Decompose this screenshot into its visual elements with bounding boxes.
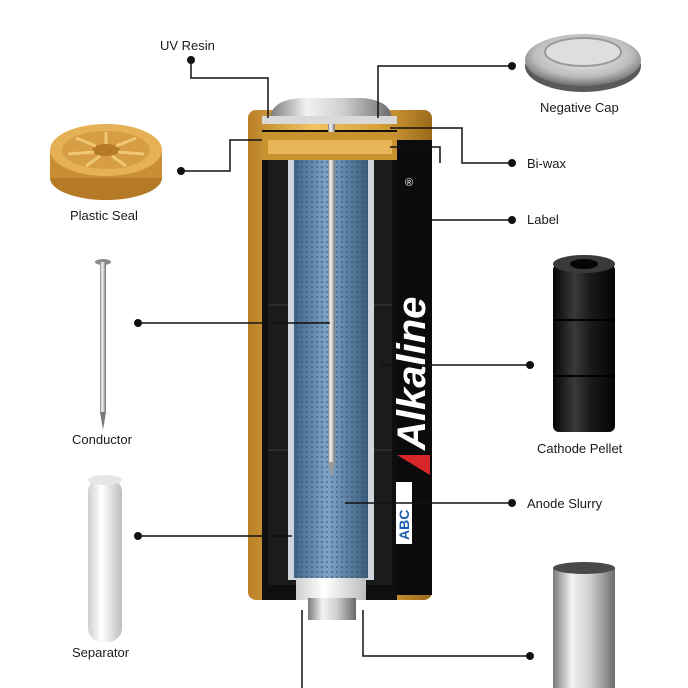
steel-can-image xyxy=(553,562,615,688)
label-plastic-seal: Plastic Seal xyxy=(70,208,138,223)
separator-image xyxy=(88,475,122,642)
brand-text: Alkaline xyxy=(390,297,434,451)
label-negative-cap: Negative Cap xyxy=(540,100,619,115)
cathode-pellet-image xyxy=(553,255,615,432)
plastic-seal-image xyxy=(50,124,162,200)
leader-lines xyxy=(138,60,530,688)
top-cap xyxy=(270,98,392,118)
label-label: Label xyxy=(527,212,559,227)
leader-dots xyxy=(134,56,534,660)
conductor-pin xyxy=(328,112,335,462)
label-uv-resin: UV Resin xyxy=(160,38,215,53)
bottom-cap xyxy=(296,578,366,600)
negative-cap-image xyxy=(525,34,641,92)
conductor-image xyxy=(95,259,111,430)
label-bi-wax: Bi-wax xyxy=(527,156,567,171)
logo-badge xyxy=(396,482,412,544)
label-separator: Separator xyxy=(72,645,130,660)
label-anode-slurry: Anode Slurry xyxy=(527,496,603,511)
label-conductor: Conductor xyxy=(72,432,132,447)
logo-text: ABC xyxy=(396,510,412,540)
label-cathode-pellet: Cathode Pellet xyxy=(537,441,623,456)
brand-red-accent xyxy=(397,455,430,475)
battery-cutaway: Alkaline ® ABC xyxy=(248,98,434,620)
registered-mark: ® xyxy=(405,177,413,189)
